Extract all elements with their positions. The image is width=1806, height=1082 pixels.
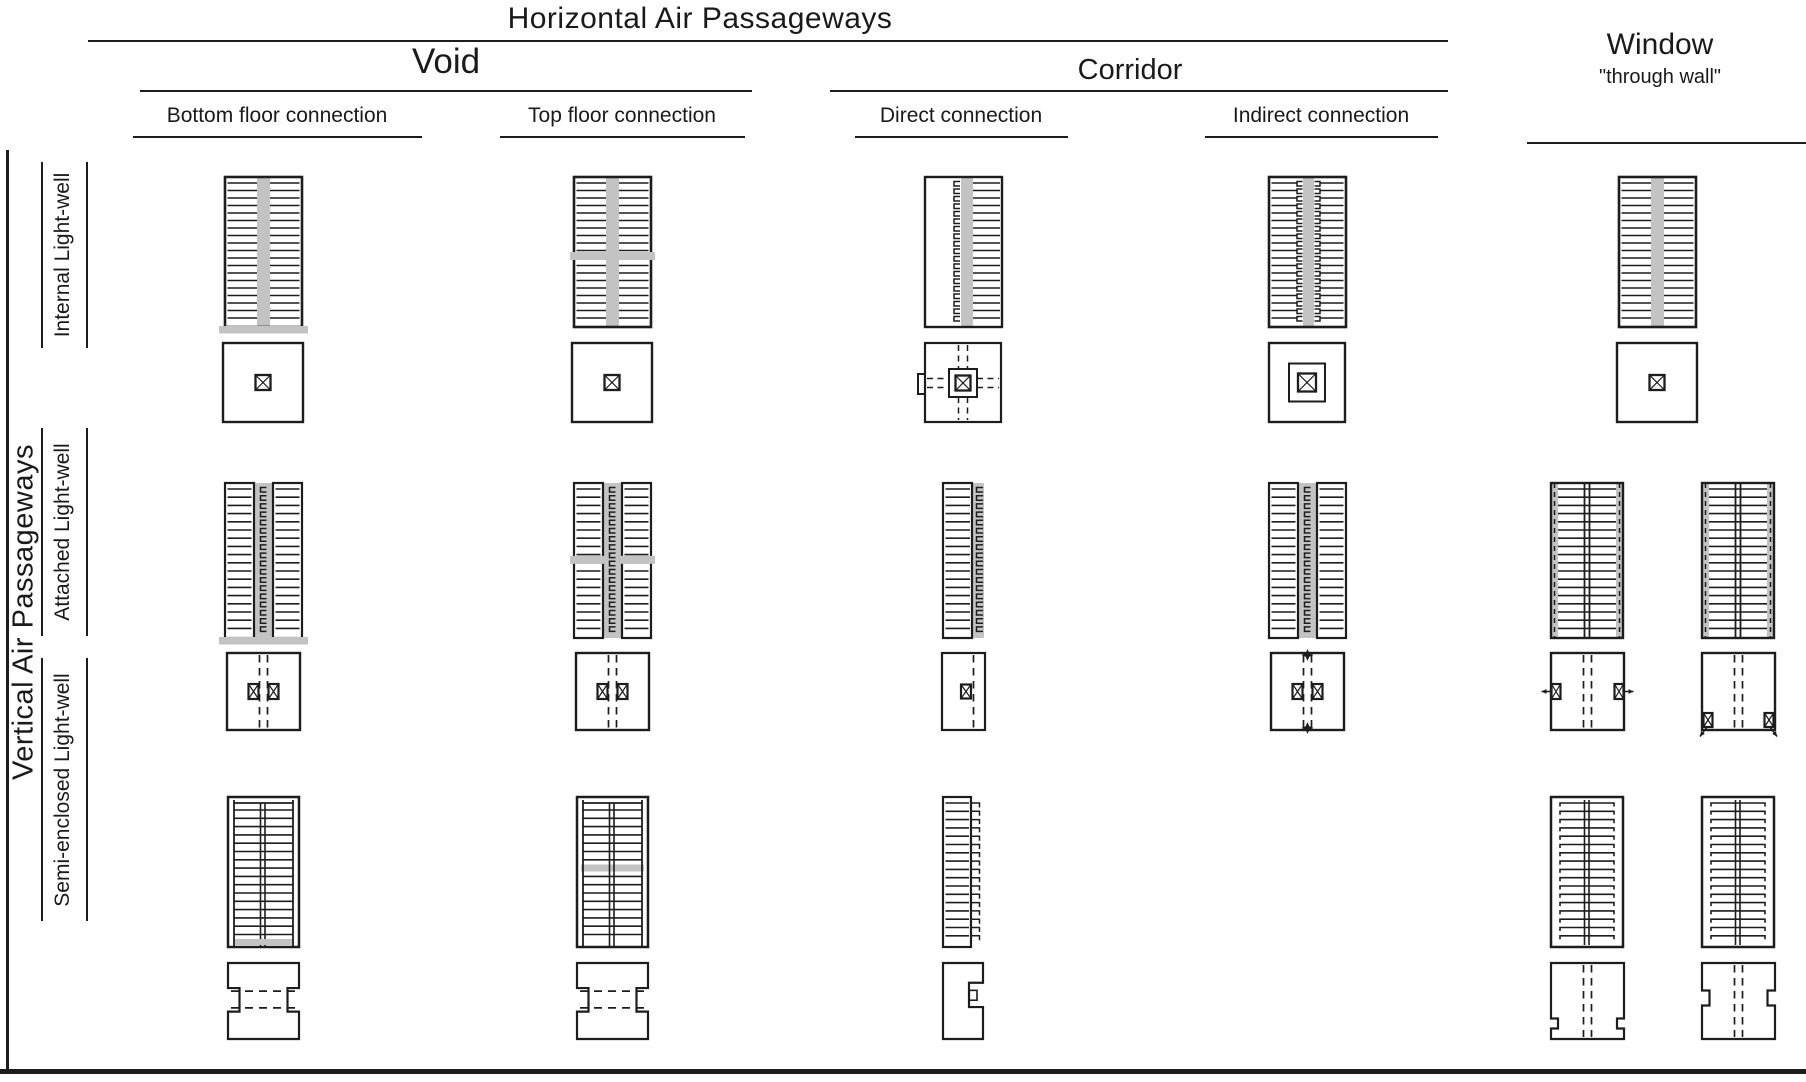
plan-internal-void-bottom [221, 341, 305, 424]
section-internal-corridor-indirect [1267, 175, 1347, 329]
plan-internal-corridor-direct [917, 341, 1003, 424]
group-corridor-label: Corridor [1077, 54, 1183, 86]
group-void-label: Void [411, 42, 481, 81]
plan-attached-window-windows-on-sides [1541, 651, 1633, 732]
col-indirect-rule [1205, 136, 1438, 138]
plan-attached-void-bottom [225, 651, 301, 732]
row-semi-bracket-right [86, 658, 88, 921]
group-window-sublabel: "through wall" [1598, 66, 1722, 88]
section-internal-void-bottom [218, 175, 308, 334]
plan-attached-window-windows-at-corners [1698, 651, 1778, 737]
group-window-rule [1527, 142, 1806, 144]
section-attached-corridor-direct [941, 481, 984, 640]
horizontal-axis-rule [88, 40, 1448, 42]
group-corridor-rule [830, 90, 1448, 92]
vertical-axis-title: Vertical Air Passageways [7, 444, 40, 780]
section-internal-void-top [569, 175, 655, 329]
table-title: Horizontal Air Passageways [507, 2, 893, 35]
section-semi-void-top [575, 795, 649, 949]
plan-semi-corridor-direct [941, 961, 985, 1041]
row-semi-bracket-left [41, 658, 43, 921]
section-semi-void-bottom [226, 795, 300, 949]
vertical-axis-rule [6, 150, 9, 1072]
col-direct-rule [855, 136, 1068, 138]
col-bottom-floor-rule [133, 136, 422, 138]
col-direct-label: Direct connection [879, 104, 1043, 127]
plan-attached-corridor-direct [940, 651, 986, 732]
group-void-rule [140, 90, 752, 92]
bottom-rule [0, 1069, 1806, 1074]
section-attached-void-bottom [218, 481, 308, 645]
row-attached-label: Attached Light-well [51, 443, 74, 621]
col-top-floor-label: Top floor connection [528, 104, 716, 127]
row-attached-bracket-right [86, 428, 88, 636]
section-semi-window-side-recess [1700, 795, 1776, 949]
section-attached-corridor-indirect [1267, 481, 1347, 640]
row-semi-label: Semi-enclosed Light-well [51, 673, 74, 907]
row-internal-bracket-right [86, 162, 88, 348]
row-attached-bracket-left [41, 428, 43, 636]
plan-semi-void-bottom [226, 961, 300, 1041]
section-attached-window-windows-on-sides [1549, 481, 1625, 640]
row-internal-bracket-left [41, 162, 43, 348]
group-window-label: Window [1606, 28, 1714, 61]
plan-semi-window-side-recess [1700, 961, 1776, 1041]
plan-semi-window-corner-recess [1549, 961, 1625, 1041]
section-semi-corridor-direct [941, 795, 980, 949]
section-attached-window-windows-at-corners [1700, 481, 1776, 640]
plan-internal-corridor-indirect [1267, 341, 1347, 424]
section-internal-corridor-direct [923, 175, 1003, 329]
section-internal-window [1617, 175, 1697, 329]
plan-internal-void-top [570, 341, 654, 424]
col-indirect-label: Indirect connection [1232, 104, 1410, 127]
plan-attached-corridor-indirect [1269, 649, 1345, 734]
plan-internal-window [1615, 341, 1699, 424]
row-internal-label: Internal Light-well [51, 172, 74, 338]
col-top-floor-rule [500, 136, 745, 138]
plan-attached-void-top [574, 651, 650, 732]
section-attached-void-top [569, 481, 655, 640]
col-bottom-floor-label: Bottom floor connection [166, 104, 388, 127]
section-semi-window-corner-recess [1549, 795, 1625, 949]
plan-semi-void-top [575, 961, 649, 1041]
